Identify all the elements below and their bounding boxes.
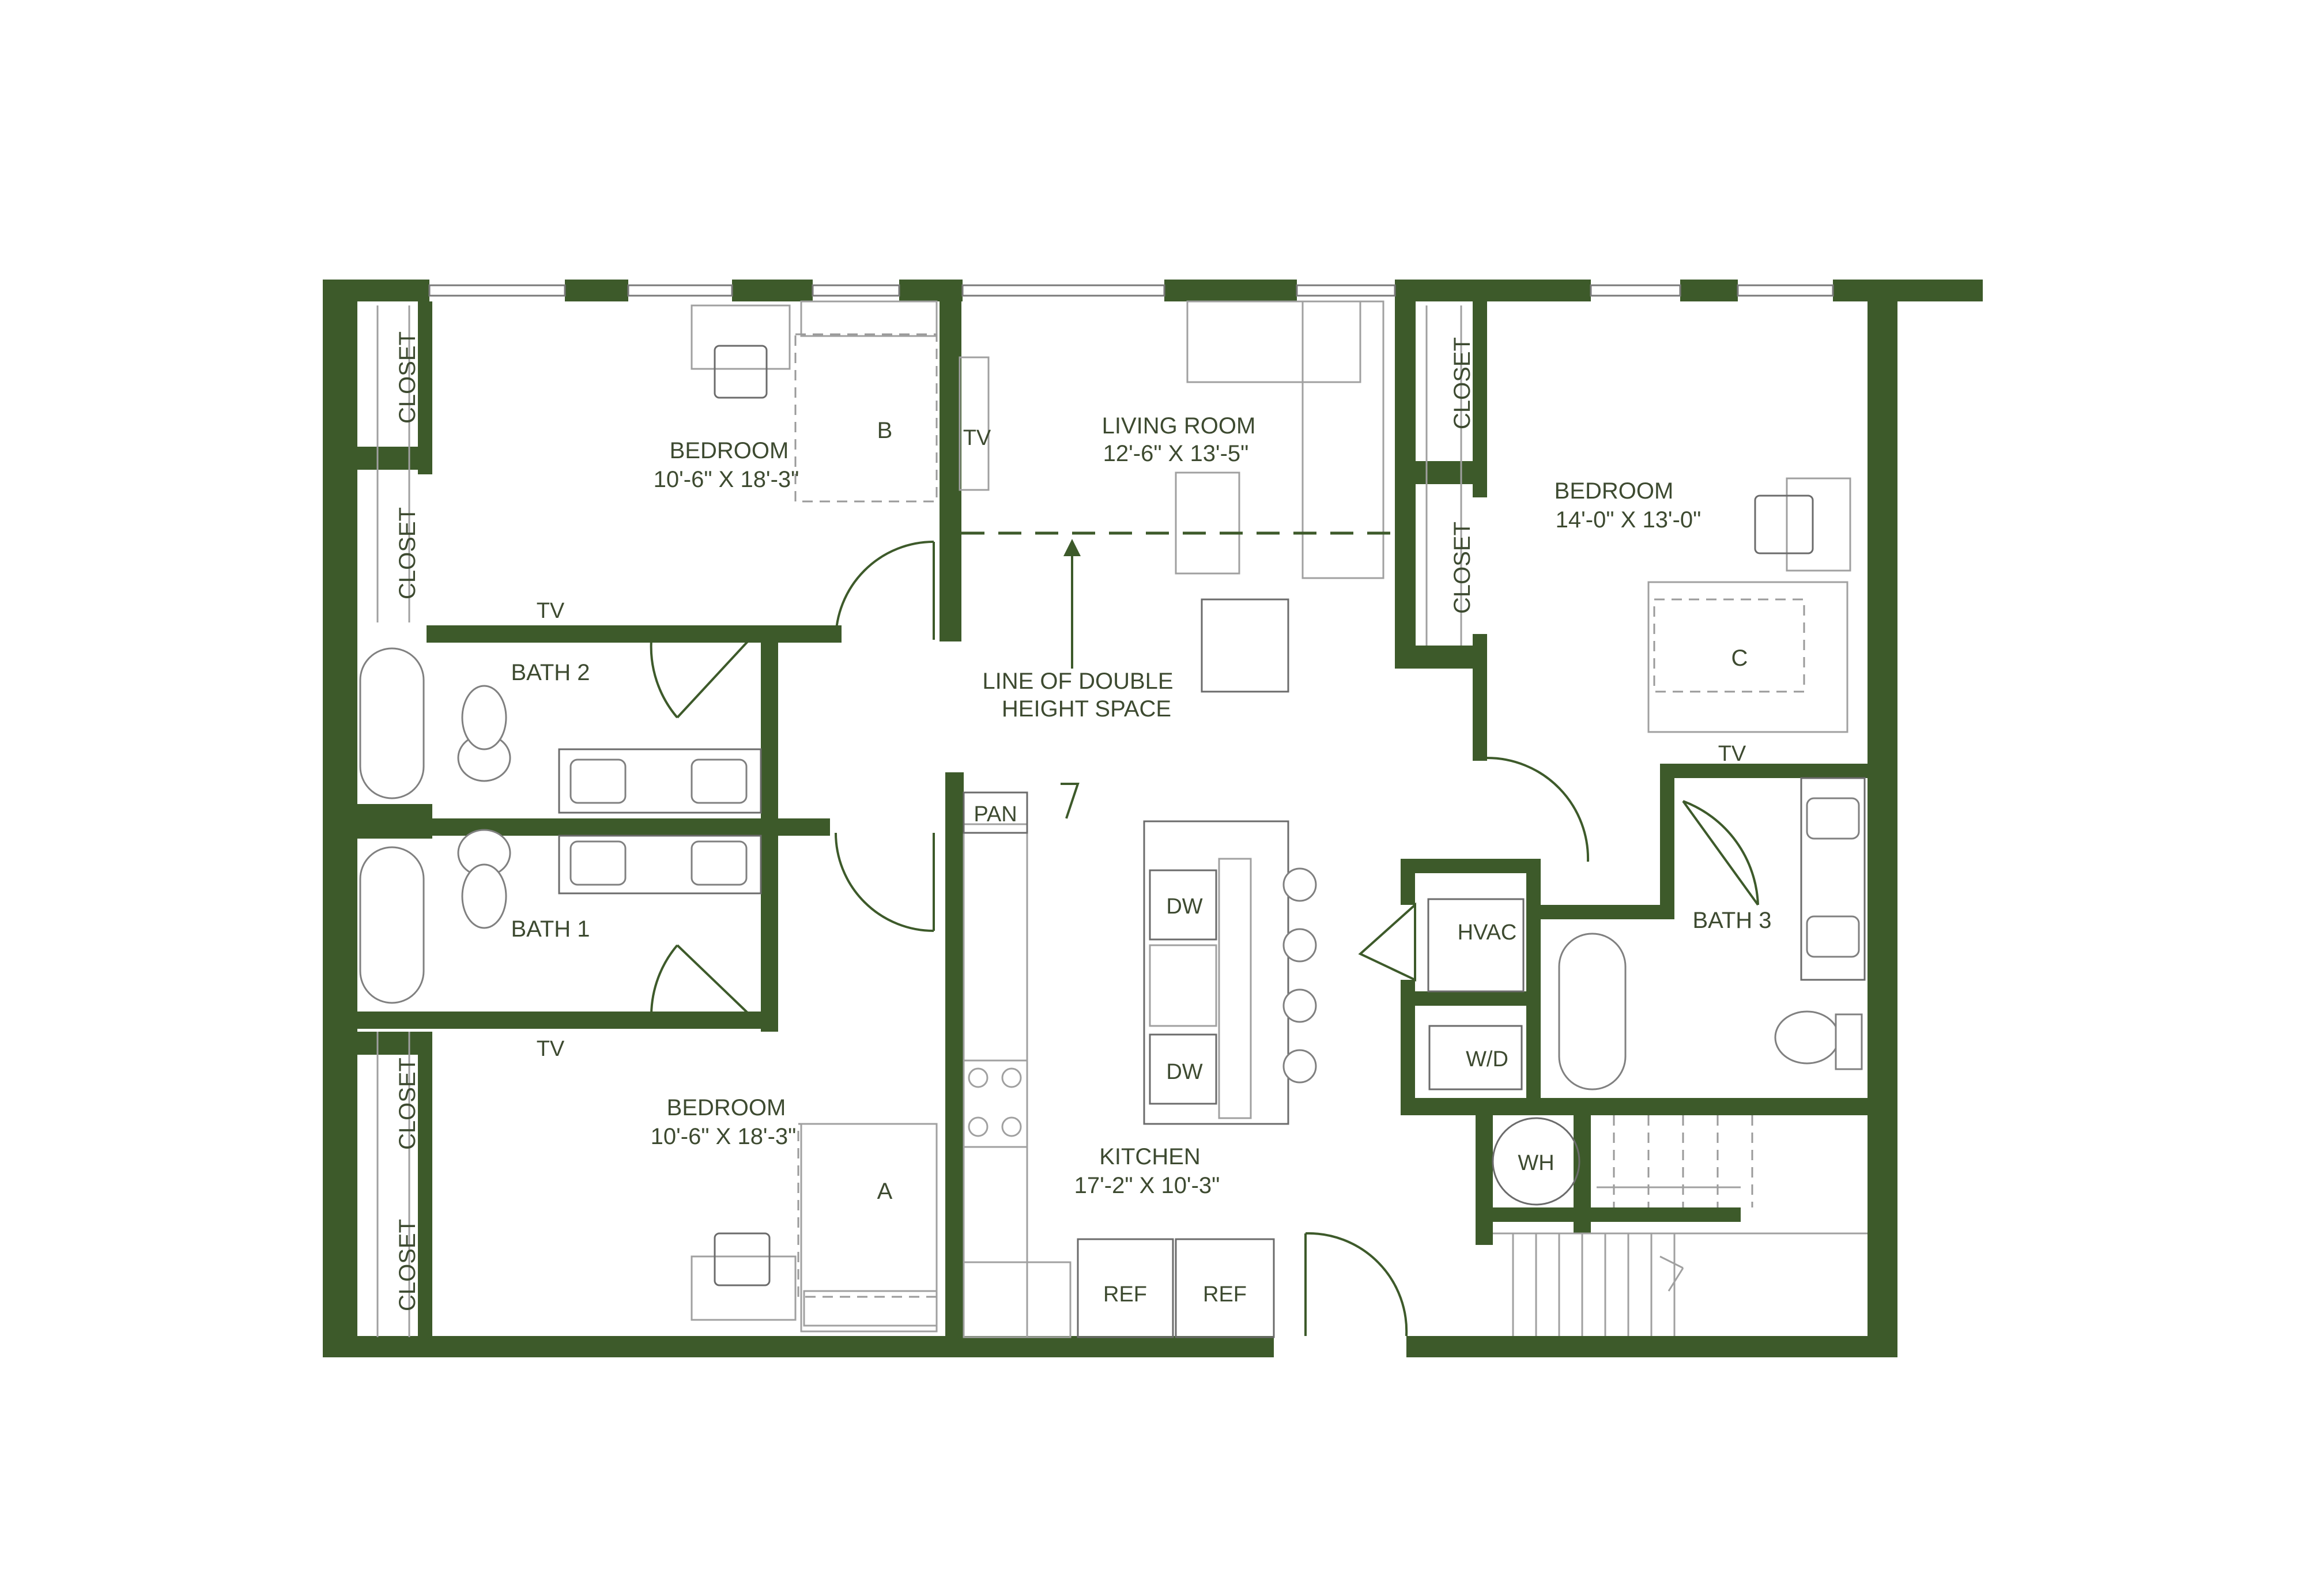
bath-3-name: BATH 3: [1692, 908, 1771, 933]
room-labels: BEDROOM 10'-6" X 18'-3" B LIVING ROOM 12…: [511, 413, 1771, 1204]
washer-dryer-label: W/D: [1466, 1047, 1508, 1071]
living-room-dims: 12'-6" X 13'-5": [1103, 441, 1249, 466]
closet-label-6: CLOSET: [1450, 522, 1475, 614]
bedroom-b-letter: B: [877, 418, 893, 443]
tv-label-b-floor: TV: [537, 599, 565, 623]
bedroom-a-name: BEDROOM: [667, 1095, 786, 1120]
bedroom-a-dims: 10'-6" X 18'-3": [651, 1124, 797, 1149]
doors: [650, 541, 1759, 1337]
bath-1-name: BATH 1: [511, 916, 590, 942]
water-heater-label: WH: [1518, 1151, 1554, 1175]
closet-labels: CLOSET CLOSET CLOSET CLOSET CLOSET CLOSE…: [395, 331, 1475, 1311]
double-height-line1: LINE OF DOUBLE: [982, 669, 1173, 694]
double-height-line2: HEIGHT SPACE: [1002, 696, 1171, 722]
bedroom-a-letter: A: [877, 1179, 893, 1204]
bedroom-b-name: BEDROOM: [670, 438, 789, 463]
tv-label-c: TV: [1718, 742, 1746, 766]
furniture: [359, 300, 1867, 1338]
closet-rods: [376, 305, 1462, 1337]
staircase: [1493, 1115, 1867, 1336]
closet-label-1: CLOSET: [395, 331, 420, 424]
fixture-labels: TV TV TV TV PAN DW DW HVAC W/D WH REF RE…: [537, 426, 1746, 1307]
bedroom-c-dims: 14'-0" X 13'-0": [1556, 507, 1701, 533]
bedroom-c-letter: C: [1731, 646, 1748, 671]
double-height-line: [961, 531, 1395, 669]
dishwasher-label-1: DW: [1166, 895, 1202, 919]
bedroom-b-dims: 10'-6" X 18'-3": [654, 467, 799, 492]
bath-2-name: BATH 2: [511, 660, 590, 685]
hvac-label: HVAC: [1458, 920, 1517, 945]
bedroom-c-name: BEDROOM: [1555, 478, 1674, 504]
kitchen-name: KITCHEN: [1099, 1144, 1201, 1169]
closet-label-5: CLOSET: [1450, 337, 1475, 429]
tv-label-a: TV: [537, 1037, 565, 1061]
refrigerator-label-1: REF: [1103, 1282, 1147, 1307]
interior-walls: [352, 301, 1867, 1349]
closet-label-3: CLOSET: [395, 1058, 420, 1150]
tv-label-b-wall: TV: [963, 426, 991, 450]
pantry-label: PAN: [974, 802, 1017, 826]
closet-label-2: CLOSET: [395, 507, 420, 599]
living-room-name: LIVING ROOM: [1102, 413, 1256, 439]
refrigerator-label-2: REF: [1203, 1282, 1247, 1307]
kitchen-dims: 17'-2" X 10'-3": [1074, 1173, 1220, 1198]
closet-label-4: CLOSET: [395, 1219, 420, 1311]
dishwasher-label-2: DW: [1166, 1060, 1202, 1084]
